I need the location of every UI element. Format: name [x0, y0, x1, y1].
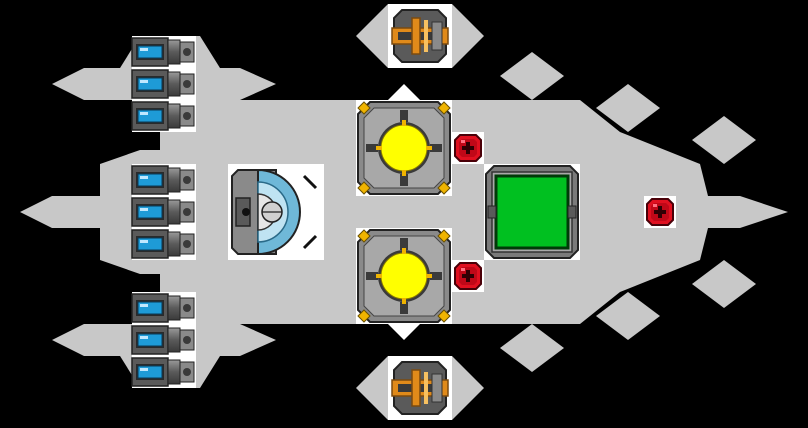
sensor-node[interactable] — [452, 260, 484, 292]
sensor-group — [452, 132, 676, 292]
engine-icon — [131, 357, 195, 387]
engine-icon — [131, 229, 195, 259]
weapon-top[interactable] — [388, 4, 452, 68]
reactor-core-icon — [357, 101, 451, 195]
reactor-group — [356, 100, 452, 324]
engine-icon — [131, 101, 195, 131]
engine-unit[interactable] — [131, 68, 196, 100]
engine-icon — [131, 325, 195, 355]
engine-unit[interactable] — [131, 356, 196, 388]
reactor-core-icon — [357, 229, 451, 323]
sensor-node-icon — [454, 134, 482, 162]
cannon-icon — [391, 361, 449, 415]
engine-icon — [131, 197, 195, 227]
hull-notch — [388, 84, 420, 100]
engine-unit[interactable] — [131, 228, 196, 260]
engine-icon — [131, 69, 195, 99]
sensor-node-icon — [646, 198, 674, 226]
engine-group — [131, 36, 196, 388]
sensor-node[interactable] — [452, 132, 484, 164]
engine-icon — [131, 37, 195, 67]
reactor[interactable] — [356, 228, 452, 324]
cannon-icon — [391, 9, 449, 63]
reactor[interactable] — [356, 100, 452, 196]
engine-icon — [131, 165, 195, 195]
hull-notch — [388, 324, 420, 340]
engine-unit[interactable] — [131, 196, 196, 228]
cargo-crate-icon — [485, 165, 579, 259]
sensor-node-icon — [454, 262, 482, 290]
engine-unit[interactable] — [131, 324, 196, 356]
cargo-bay[interactable] — [484, 164, 580, 260]
engine-unit[interactable] — [131, 292, 196, 324]
shield-generator-icon — [231, 168, 318, 256]
engine-unit[interactable] — [131, 100, 196, 132]
shield-generator[interactable] — [228, 164, 324, 260]
engine-unit[interactable] — [131, 36, 196, 68]
engine-unit[interactable] — [131, 164, 196, 196]
engine-icon — [131, 293, 195, 323]
weapon-bottom[interactable] — [388, 356, 452, 420]
sensor-node[interactable] — [644, 196, 676, 228]
